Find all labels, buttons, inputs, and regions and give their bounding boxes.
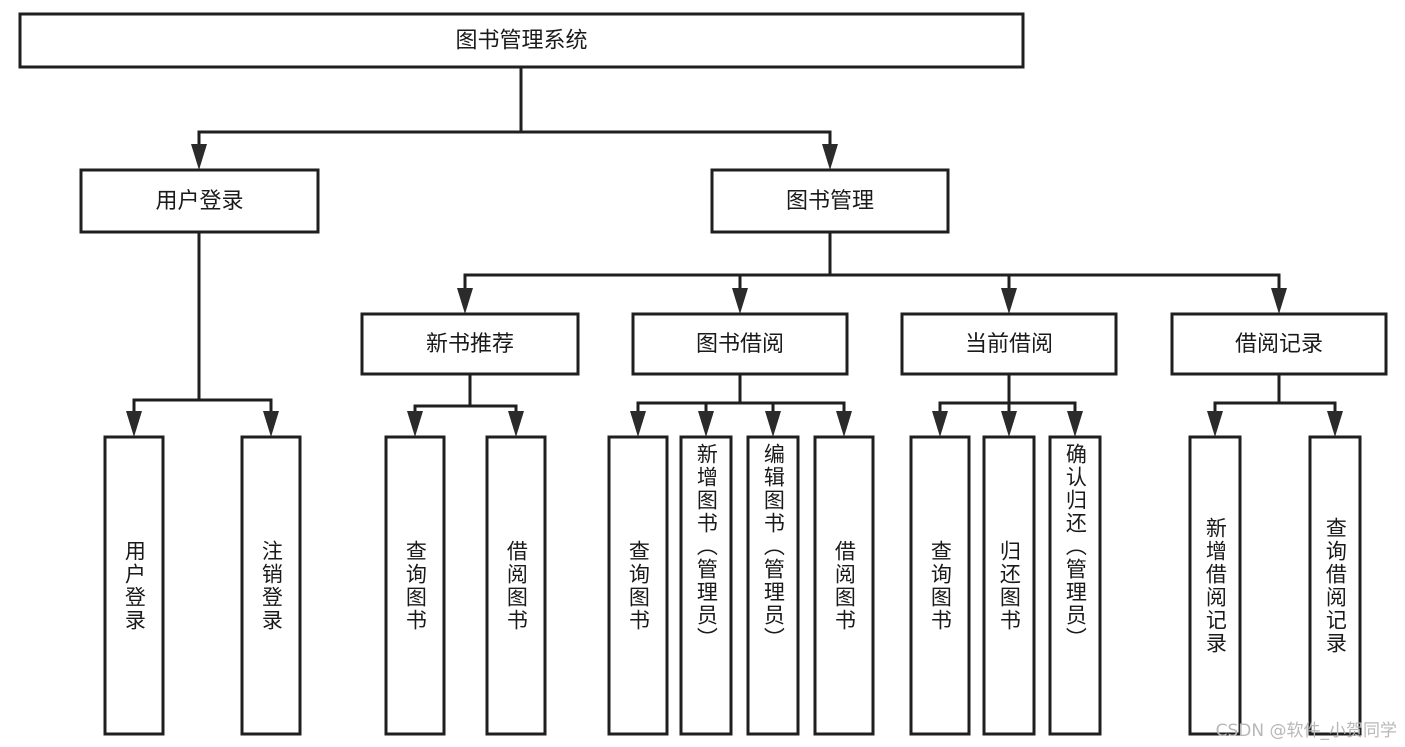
new-book-to-leaves bbox=[407, 372, 524, 437]
leaf-node-box-1[interactable] bbox=[240, 435, 302, 736]
borrow-to-leaves-arrowhead-3 bbox=[836, 411, 852, 437]
leaf-node-box-4[interactable] bbox=[607, 435, 669, 736]
level3-node-box-3[interactable] bbox=[1170, 312, 1388, 376]
root-node-box-0[interactable] bbox=[18, 12, 1025, 69]
current-borrow-to-leaves-arrowhead-0 bbox=[932, 411, 948, 437]
connectors-layer bbox=[126, 65, 1343, 437]
leaf-node-box-8[interactable] bbox=[909, 435, 971, 736]
user-login-to-leaves bbox=[126, 230, 279, 437]
borrow-to-leaves-arrowhead-2 bbox=[765, 411, 781, 437]
new-book-to-leaves-arrowhead-1 bbox=[508, 411, 524, 437]
level2-node-label-1: 图书管理 bbox=[786, 189, 874, 214]
new-book-to-leaves-arrowhead-0 bbox=[407, 411, 423, 437]
level2-node-box-0[interactable] bbox=[79, 168, 320, 234]
level3-node-label-2: 当前借阅 bbox=[965, 332, 1053, 357]
boxes-layer bbox=[18, 12, 1388, 736]
level2-node-box-1[interactable] bbox=[710, 168, 950, 234]
borrow-to-leaves-arrowhead-0 bbox=[630, 411, 646, 437]
leaf-node-box-11[interactable] bbox=[1188, 435, 1242, 736]
leaf-node-box-6[interactable] bbox=[746, 435, 800, 736]
level2-node-label-0: 用户登录 bbox=[155, 189, 243, 214]
leaf-node-box-10[interactable] bbox=[1048, 435, 1102, 736]
leaf-node-box-12[interactable] bbox=[1308, 435, 1362, 736]
level3-node-box-1[interactable] bbox=[631, 312, 849, 376]
leaf-node-box-3[interactable] bbox=[485, 435, 547, 736]
borrow-record-to-leaves bbox=[1207, 372, 1343, 437]
root-to-level2 bbox=[191, 65, 838, 170]
leaf-node-box-9[interactable] bbox=[982, 435, 1036, 736]
leaf-node-box-7[interactable] bbox=[813, 435, 875, 736]
book-manage-to-level3-arrowhead-1 bbox=[732, 288, 748, 314]
current-borrow-to-leaves bbox=[932, 372, 1083, 437]
borrow-record-to-leaves-arrowhead-0 bbox=[1207, 411, 1223, 437]
user-login-to-leaves-arrowhead-1 bbox=[263, 411, 279, 437]
root-to-level2-arrowhead-0 bbox=[191, 144, 207, 170]
level3-node-label-3: 借阅记录 bbox=[1235, 332, 1323, 357]
level3-node-box-0[interactable] bbox=[360, 312, 580, 376]
level3-node-box-2[interactable] bbox=[900, 312, 1118, 376]
book-manage-to-level3-arrowhead-0 bbox=[457, 288, 473, 314]
leaf-node-box-2[interactable] bbox=[384, 435, 446, 736]
root-node-label-0: 图书管理系统 bbox=[455, 29, 587, 54]
current-borrow-to-leaves-arrowhead-2 bbox=[1067, 411, 1083, 437]
level3-node-label-1: 图书借阅 bbox=[696, 332, 784, 357]
leaf-node-box-0[interactable] bbox=[103, 435, 165, 736]
current-borrow-to-leaves-arrowhead-1 bbox=[1001, 411, 1017, 437]
book-manage-to-level3-arrowhead-3 bbox=[1271, 288, 1287, 314]
book-manage-to-level3 bbox=[457, 230, 1287, 314]
leaf-node-box-5[interactable] bbox=[679, 435, 733, 736]
borrow-to-leaves bbox=[630, 372, 852, 437]
book-manage-to-level3-arrowhead-2 bbox=[1001, 288, 1017, 314]
user-login-to-leaves-arrowhead-0 bbox=[126, 411, 142, 437]
borrow-record-to-leaves-arrowhead-1 bbox=[1327, 411, 1343, 437]
level3-node-label-0: 新书推荐 bbox=[426, 332, 514, 357]
csdn-watermark: CSDN @软件_小贺同学 bbox=[1215, 721, 1397, 741]
borrow-to-leaves-arrowhead-1 bbox=[698, 411, 714, 437]
root-to-level2-arrowhead-1 bbox=[822, 144, 838, 170]
